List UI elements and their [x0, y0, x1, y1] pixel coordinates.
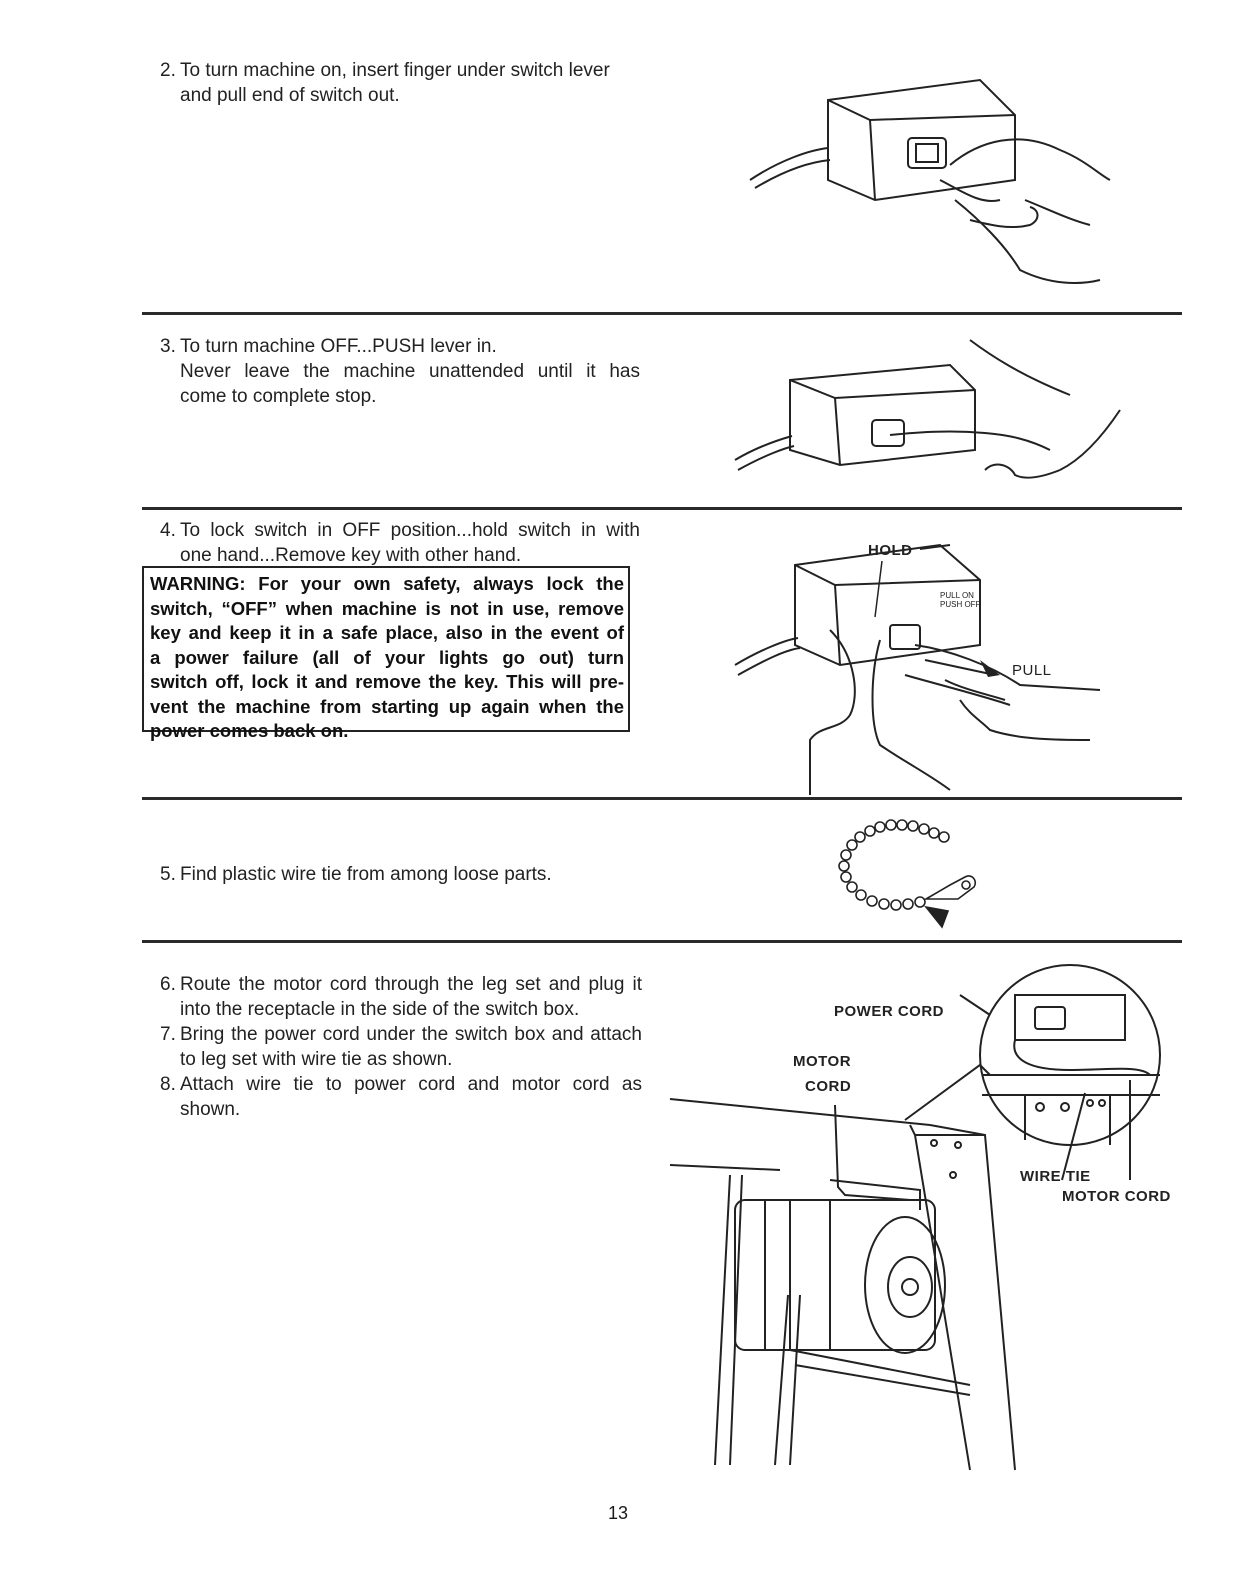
step-text: one hand...Remove key with other hand.	[180, 545, 522, 566]
step-text: Never leave the machine unattended until…	[180, 361, 640, 382]
step-text: and pull end of switch out.	[180, 85, 400, 106]
step-text: Bring the power cord under the switch bo…	[180, 1024, 642, 1045]
step-number: 8.	[160, 1074, 176, 1095]
section-divider	[142, 940, 1182, 943]
lock-switch-illustration: HOLD PULL PULL ON PUSH OFF	[734, 542, 1101, 795]
pull-on-label: PULL ON	[940, 591, 974, 600]
step-number: 6.	[160, 974, 176, 995]
step-text: To lock switch in OFF position...hold sw…	[180, 520, 640, 541]
warning-text: switch off, lock it and remove the key. …	[150, 671, 624, 692]
motor-cord-right-label: MOTOR CORD	[1062, 1188, 1171, 1205]
leg-set-cords-illustration: POWER CORD MOTOR CORD WIRE TIE MOTOR COR…	[669, 964, 1171, 1471]
warning-text: a power failure (all of your lights go o…	[150, 646, 624, 668]
warning-text: key and keep it in a safe place, also in…	[150, 622, 624, 643]
warning-text: WARNING: For your own safety, always loc…	[150, 573, 624, 594]
step-text: Attach wire tie to power cord and motor …	[180, 1074, 642, 1095]
section-divider	[142, 797, 1182, 800]
section-divider	[142, 312, 1182, 315]
step-text: into the receptacle in the side of the s…	[180, 999, 580, 1020]
step-text: shown.	[180, 1099, 241, 1120]
step-number: 2.	[160, 60, 176, 81]
switch-push-off-illustration	[734, 339, 1121, 479]
page-number: 13	[608, 1503, 629, 1523]
step-text: Route the motor cord through the leg set…	[180, 974, 642, 995]
warning-box: WARNING: For your own safety, always loc…	[142, 566, 630, 741]
step-text: To turn machine on, insert finger under …	[180, 60, 610, 81]
step-number: 7.	[160, 1024, 176, 1045]
switch-pull-on-illustration	[749, 78, 1111, 284]
pull-label: PULL	[1012, 662, 1052, 679]
section-divider	[142, 507, 1182, 510]
warning-text: power comes back on.	[150, 720, 349, 741]
wire-tie-illustration	[838, 819, 977, 929]
push-off-label: PUSH OFF	[940, 600, 981, 609]
motor-cord-label-line2: CORD	[805, 1078, 851, 1095]
step-number: 4.	[160, 520, 176, 541]
wire-tie-label: WIRE TIE	[1020, 1168, 1091, 1185]
power-cord-label: POWER CORD	[834, 1003, 944, 1020]
hold-label: HOLD	[868, 542, 913, 559]
warning-text: switch, “OFF” when machine is not in use…	[150, 597, 624, 619]
step-text: To turn machine OFF...PUSH lever in.	[180, 336, 497, 357]
step-number: 5.	[160, 864, 176, 885]
step-text: to leg set with wire tie as shown.	[180, 1049, 453, 1070]
step-number: 3.	[160, 336, 176, 357]
motor-cord-label-line1: MOTOR	[793, 1053, 851, 1070]
step-text: come to complete stop.	[180, 386, 377, 407]
warning-text: vent the machine from starting up again …	[150, 695, 624, 717]
step-text: Find plastic wire tie from among loose p…	[180, 864, 552, 885]
